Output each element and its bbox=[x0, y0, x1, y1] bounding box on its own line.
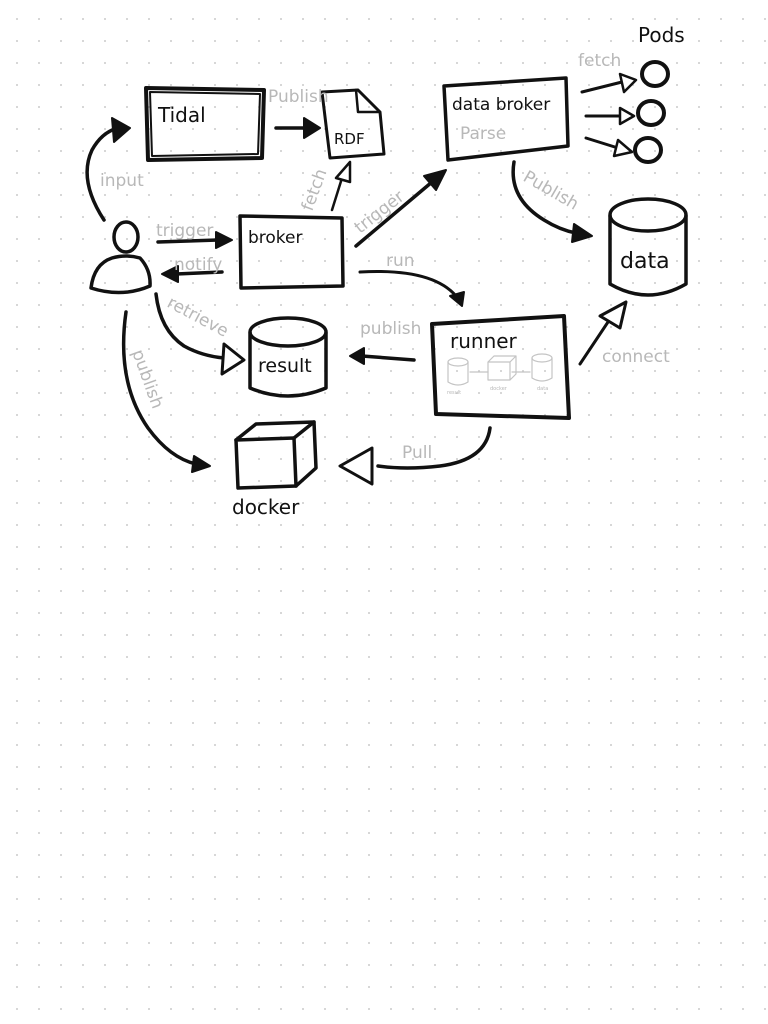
pods-group: Pods bbox=[633, 23, 685, 164]
publish-result-label: publish bbox=[360, 319, 421, 339]
edge-publish-docker: publish bbox=[121, 310, 211, 473]
input-label: input bbox=[100, 171, 144, 191]
edge-retrieve: retrieve bbox=[154, 292, 246, 376]
edge-publish-data: Publish bbox=[511, 160, 593, 243]
rdf-document: RDF bbox=[320, 88, 386, 160]
connect-label: connect bbox=[602, 347, 670, 367]
runner-mini-diagram: result docker data bbox=[447, 353, 553, 396]
edge-notify: notify bbox=[161, 255, 224, 283]
trigger-broker-label: trigger bbox=[156, 221, 213, 241]
edge-publish-result: publish bbox=[349, 319, 421, 365]
fetch-rdf-label: fetch bbox=[298, 166, 332, 213]
edge-input: input bbox=[85, 117, 144, 222]
pod-icon bbox=[640, 60, 670, 88]
user-icon bbox=[89, 220, 152, 295]
broker-node: broker bbox=[238, 214, 345, 290]
edge-connect: connect bbox=[578, 300, 670, 367]
runner-mini-result-label: result bbox=[447, 390, 461, 396]
pull-label: Pull bbox=[402, 443, 432, 463]
notify-label: notify bbox=[174, 255, 222, 275]
runner-mini-data-label: data bbox=[537, 386, 548, 392]
retrieve-label: retrieve bbox=[164, 293, 232, 342]
runner-mini-docker-label: docker bbox=[490, 386, 508, 392]
publish-rdf-label: Publish bbox=[268, 87, 329, 107]
edge-trigger-broker: trigger bbox=[156, 221, 233, 249]
tidal-label: Tidal bbox=[157, 103, 206, 127]
edge-trigger-data-broker: trigger bbox=[351, 169, 447, 248]
result-label: result bbox=[258, 355, 312, 377]
trigger-data-broker-label: trigger bbox=[351, 187, 409, 238]
rdf-label: RDF bbox=[334, 130, 365, 148]
pod-icon bbox=[636, 99, 666, 127]
edge-publish-rdf: Publish bbox=[268, 87, 329, 139]
pods-label: Pods bbox=[638, 23, 685, 47]
pod-icon bbox=[633, 136, 663, 164]
data-store: data bbox=[608, 197, 688, 297]
edge-pull: Pull bbox=[338, 426, 492, 486]
docker-node: docker bbox=[232, 420, 318, 519]
run-label: run bbox=[386, 251, 415, 271]
edge-fetch-pods: fetch bbox=[578, 51, 638, 158]
tidal-node: Tidal bbox=[144, 86, 266, 162]
fetch-pods-label: fetch bbox=[578, 51, 621, 71]
docker-label: docker bbox=[232, 495, 300, 519]
edge-fetch-rdf: fetch bbox=[298, 160, 352, 214]
runner-node: runner result docker data bbox=[430, 314, 571, 420]
data-broker-label: data broker bbox=[452, 95, 550, 115]
data-broker-node: data broker Parse bbox=[442, 76, 570, 162]
result-store: result bbox=[248, 316, 328, 398]
runner-label: runner bbox=[450, 329, 518, 353]
edge-run: run bbox=[358, 251, 465, 307]
broker-label: broker bbox=[248, 228, 303, 248]
parse-label: Parse bbox=[460, 124, 506, 144]
data-label: data bbox=[620, 249, 670, 274]
